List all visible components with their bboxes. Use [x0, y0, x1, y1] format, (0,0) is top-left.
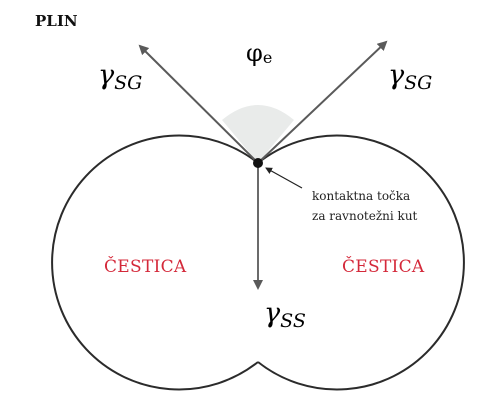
particle-left-label: ČESTICA [104, 256, 187, 277]
contact-angle-label: φe [246, 39, 272, 67]
gas-label: PLIN [35, 12, 78, 30]
gamma-sg-left-label: γSG [98, 60, 142, 94]
contact-point [253, 158, 263, 168]
left-particle-outline [51, 134, 259, 391]
contact-point-note-line2: za ravnotežni kut [312, 209, 418, 223]
gamma-sg-right-arrow [257, 40, 388, 164]
gamma-sg-left-arrow [138, 44, 259, 164]
gamma-ss-label: γSS [264, 298, 306, 332]
contact-point-note-line1: kontaktna točka [312, 189, 410, 203]
contact-angle-region [222, 105, 294, 163]
contact-point-pointer [265, 167, 303, 189]
gamma-sg-right-label: γSG [388, 60, 432, 94]
right-particle-outline [257, 134, 465, 391]
particle-right-label: ČESTICA [342, 256, 425, 277]
